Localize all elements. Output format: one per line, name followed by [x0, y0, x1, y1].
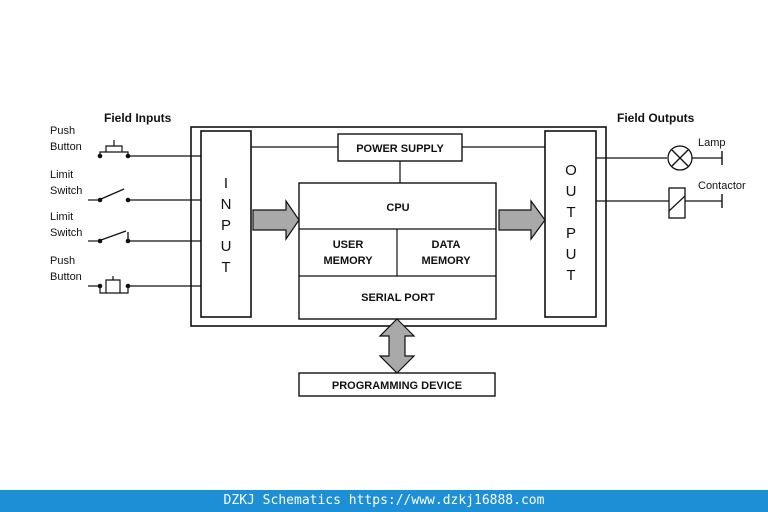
contactor-coil-slash	[668, 195, 686, 212]
input-label-line1: Push	[50, 125, 75, 137]
user-memory-label-1: USER	[333, 239, 364, 251]
push-button-contact	[99, 286, 129, 294]
input-module	[200, 130, 252, 318]
contactor-output: Contactor	[596, 180, 746, 219]
input-label-line2: Button	[50, 271, 82, 283]
output-letter: T	[566, 267, 575, 284]
input-letter: N	[221, 196, 232, 213]
output-letter: U	[566, 246, 577, 263]
contactor-label: Contactor	[698, 180, 746, 192]
limit-switch-input-2: Limit Switch	[50, 211, 201, 244]
input-letter: I	[224, 175, 228, 192]
output-module	[544, 130, 597, 318]
programming-device-label: PROGRAMMING DEVICE	[332, 380, 462, 392]
serial-bidirectional-arrow	[378, 318, 416, 374]
push-button-actuator	[105, 140, 123, 152]
input-letter: T	[221, 259, 230, 276]
data-memory-block: DATA MEMORY	[421, 239, 471, 267]
input-label-line2: Switch	[50, 185, 82, 197]
cpu-label: CPU	[386, 202, 409, 214]
lamp-output: Lamp	[596, 137, 726, 171]
diagram-canvas: Field Inputs Field Outputs I N P U T O U…	[50, 111, 746, 397]
input-label-line2: Button	[50, 141, 82, 153]
input-label-line2: Switch	[50, 227, 82, 239]
input-to-cpu-arrow	[252, 199, 300, 241]
lamp-icon-cross	[671, 149, 689, 167]
push-button-input-2: Push Button	[50, 255, 201, 294]
input-label-line1: Limit	[50, 211, 73, 223]
limit-switch-input-1: Limit Switch	[50, 169, 201, 203]
programming-device-block	[298, 372, 496, 397]
user-memory-label-2: MEMORY	[323, 255, 373, 267]
limit-switch-contact	[100, 188, 125, 200]
lamp-label: Lamp	[698, 137, 726, 149]
input-label-line1: Limit	[50, 169, 73, 181]
cpu-to-output-arrow	[498, 199, 546, 241]
field-outputs-header: Field Outputs	[617, 111, 695, 125]
output-letter: O	[565, 162, 577, 179]
input-module-label: I N P U T	[221, 175, 232, 276]
data-memory-label-1: DATA	[432, 239, 461, 251]
field-inputs-header: Field Inputs	[104, 111, 172, 125]
output-module-label: O U T P U T	[565, 162, 577, 284]
power-supply-label: POWER SUPPLY	[356, 143, 444, 155]
input-letter: P	[221, 217, 231, 234]
input-letter: U	[221, 238, 232, 255]
user-memory-block: USER MEMORY	[323, 239, 373, 267]
input-label-line1: Push	[50, 255, 75, 267]
push-button-actuator	[105, 276, 121, 293]
limit-switch-contact	[100, 230, 127, 241]
power-supply-block	[337, 133, 463, 162]
watermark-footer: DZKJ Schematics https://www.dzkj16888.co…	[0, 490, 768, 512]
output-letter: P	[566, 225, 576, 242]
serial-port-label: SERIAL PORT	[361, 292, 435, 304]
push-button-input-1: Push Button	[50, 125, 201, 159]
output-letter: T	[566, 204, 575, 221]
output-letter: U	[566, 183, 577, 200]
push-button-contact	[99, 151, 129, 156]
data-memory-label-2: MEMORY	[421, 255, 471, 267]
